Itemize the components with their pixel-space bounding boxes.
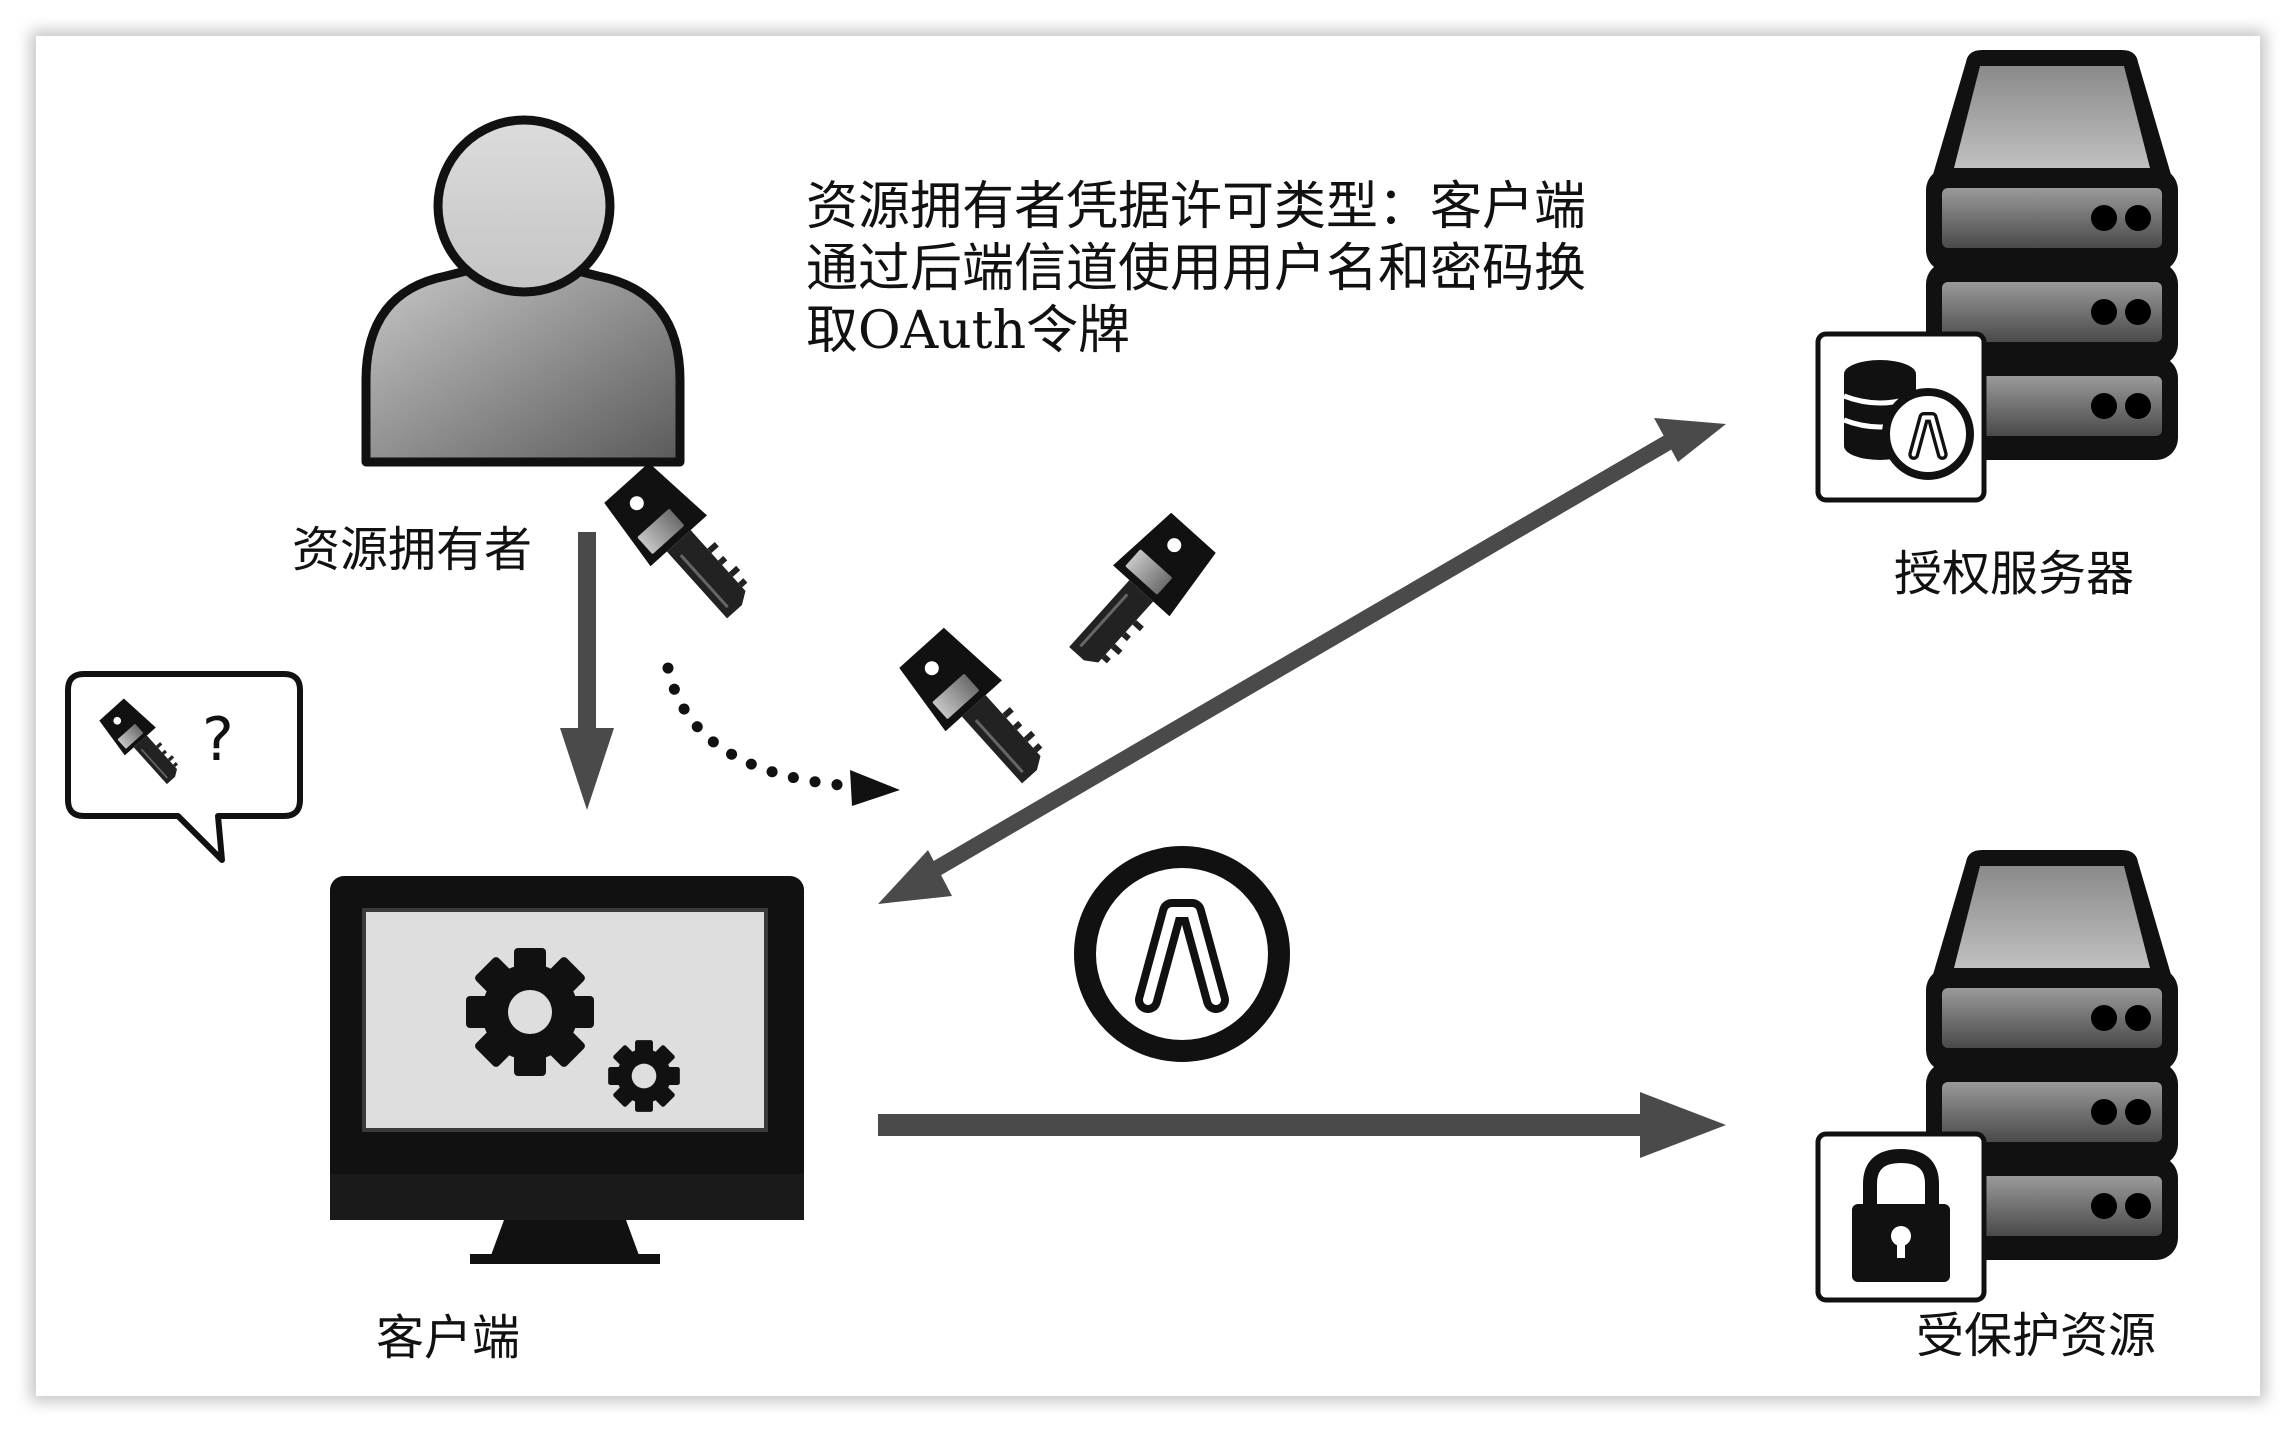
key-icon xyxy=(598,457,767,633)
key-icon xyxy=(1053,507,1222,683)
gear-icon xyxy=(466,948,594,1076)
lock-icon xyxy=(1815,1131,1987,1303)
gear-icon xyxy=(608,1040,680,1112)
speech-bubble xyxy=(65,671,303,863)
user-icon xyxy=(361,115,685,467)
flow-description: 资源拥有者凭据许可类型：客户端 通过后端信道使用用户名和密码换 取OAuth令牌 xyxy=(806,177,1587,361)
monitor-icon xyxy=(330,876,804,1264)
token-icon xyxy=(1074,846,1290,1062)
database-icon xyxy=(1815,331,1987,503)
client-authserver-arrow xyxy=(878,418,1726,904)
resource-owner-label: 资源拥有者 xyxy=(292,522,533,578)
client-label: 客户端 xyxy=(376,1310,521,1366)
client-resource-arrow xyxy=(878,1092,1726,1158)
dotted-pass-arrow xyxy=(662,662,900,806)
owner-to-client-arrow xyxy=(560,532,614,810)
auth-server-label: 授权服务器 xyxy=(1894,546,2135,602)
protected-resource-label: 受保护资源 xyxy=(1916,1308,2157,1364)
question-mark: ? xyxy=(202,705,234,775)
key-icon xyxy=(893,622,1062,798)
